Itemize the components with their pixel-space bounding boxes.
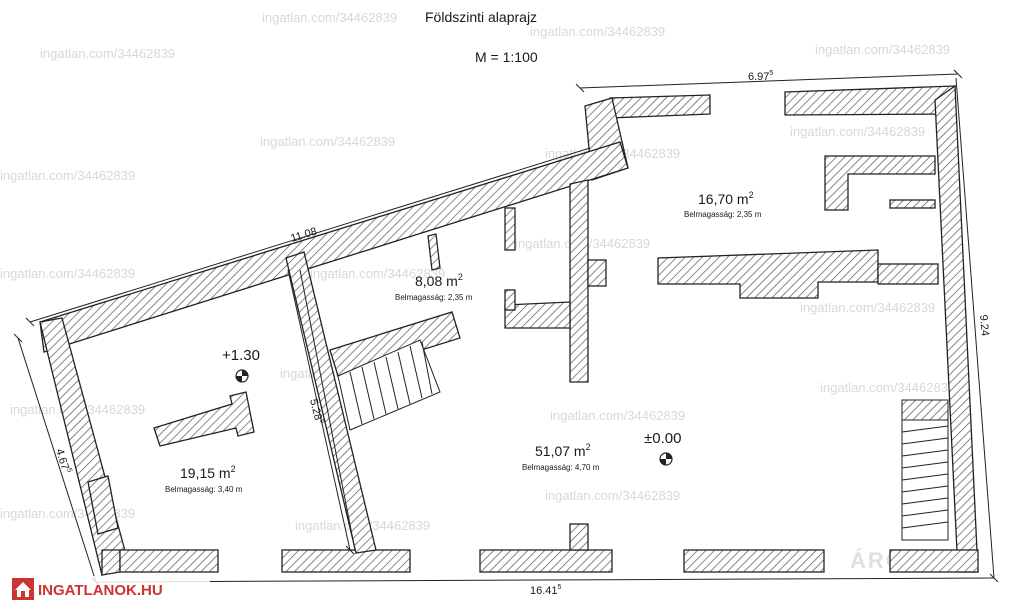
wall-segment <box>569 179 589 383</box>
dimension-label: 6.975 <box>748 70 773 83</box>
room-8-08: 8,08 m2 Belmagasság: 2,35 m <box>395 272 473 302</box>
wall-segment <box>87 475 119 535</box>
wall-segment <box>784 85 956 116</box>
watermark-text: ingatlan.com/34462839 <box>260 134 395 149</box>
level-marker-icon <box>235 369 249 383</box>
wall-line <box>299 269 356 551</box>
wall-segment <box>504 301 571 329</box>
wall-segment <box>153 391 255 447</box>
dimension-label: 9.24 <box>977 314 991 336</box>
wall-segment <box>281 549 411 573</box>
wall-segment <box>569 523 589 551</box>
room-height: Belmagasság: 3,40 m <box>165 485 243 494</box>
wall-segment <box>39 141 629 353</box>
dimension-label: 5.285 <box>307 398 326 426</box>
room-height: Belmagasság: 2,35 m <box>684 210 762 219</box>
watermark-text: ingatlan.com/34462839 <box>0 168 135 183</box>
level-label: +1.30 <box>222 347 260 364</box>
logo-text: INGATLANOK.HU <box>38 582 163 599</box>
watermark-text: ingatlan.com/34462839 <box>820 380 955 395</box>
wall-segment <box>889 549 979 573</box>
wall-segment <box>479 549 613 573</box>
wall-segment <box>504 289 516 311</box>
dimension-label: 4.675 <box>53 447 73 475</box>
watermark-text: ingatlan.com/34462839 <box>530 24 665 39</box>
level-marker-ground: ±0.00 <box>644 430 681 466</box>
wall-segment <box>101 549 121 576</box>
ingatlanok-logo: INGATLANOK.HU <box>8 576 210 602</box>
wall-segment <box>285 251 377 554</box>
level-marker-icon <box>659 452 673 466</box>
interior-walls <box>153 155 939 554</box>
dimension-bottom: 16.415 <box>95 577 995 597</box>
watermark-text: ingatlan.com/34462839 <box>800 300 935 315</box>
dimension-label: 16.415 <box>530 584 562 597</box>
house-icon <box>12 578 34 600</box>
watermark-text: ingatlan.com/34462839 <box>545 488 680 503</box>
room-area: 51,07 m2 <box>535 442 591 459</box>
wall-segment <box>889 199 936 209</box>
exterior-walls <box>39 84 979 576</box>
room-area: 16,70 m2 <box>698 190 754 207</box>
watermark-text: ingatlan.com/34462839 <box>0 266 135 281</box>
room-51-07: 51,07 m2 Belmagasság: 4,70 m <box>522 442 600 472</box>
level-label: ±0.00 <box>644 430 681 447</box>
watermark-text: ingatlan.com/34462839 <box>550 408 685 423</box>
watermark-text: ingatlan.com/34462839 <box>262 10 397 25</box>
room-area: 8,08 m2 <box>415 272 463 289</box>
room-area: 19,15 m2 <box>180 464 236 481</box>
room-16-70: 16,70 m2 Belmagasság: 2,35 m <box>684 190 762 219</box>
plan-scale: M = 1:100 <box>475 49 538 65</box>
dimension-top: 6.975 <box>575 69 963 93</box>
wall-segment <box>609 94 711 119</box>
wall-segment <box>587 259 607 287</box>
dimension-inner: 5.285 <box>287 269 355 555</box>
wall-segment <box>504 207 516 251</box>
watermark-text: ingatlan.com/34462839 <box>815 42 950 57</box>
watermark-text: ingatlan.com/34462839 <box>790 124 925 139</box>
watermark-text: ingatlan.com/34462839 <box>310 266 445 281</box>
level-marker-upper: +1.30 <box>222 347 260 383</box>
wall-segment <box>683 549 825 573</box>
room-19-15: 19,15 m2 Belmagasság: 3,40 m <box>165 464 243 494</box>
plan-title: Földszinti alaprajz <box>425 9 537 25</box>
wall-segment <box>877 263 939 285</box>
wall-segment <box>329 311 461 377</box>
staircase-right <box>901 399 949 541</box>
wall-segment <box>657 249 879 299</box>
wall-segment <box>824 155 936 211</box>
room-height: Belmagasság: 4,70 m <box>522 463 600 472</box>
watermark-text: ingatlan.com/34462839 <box>40 46 175 61</box>
room-height: Belmagasság: 2,35 m <box>395 293 473 302</box>
staircase-left <box>337 339 441 431</box>
wall-segment <box>427 233 441 271</box>
wall-segment <box>119 549 219 573</box>
